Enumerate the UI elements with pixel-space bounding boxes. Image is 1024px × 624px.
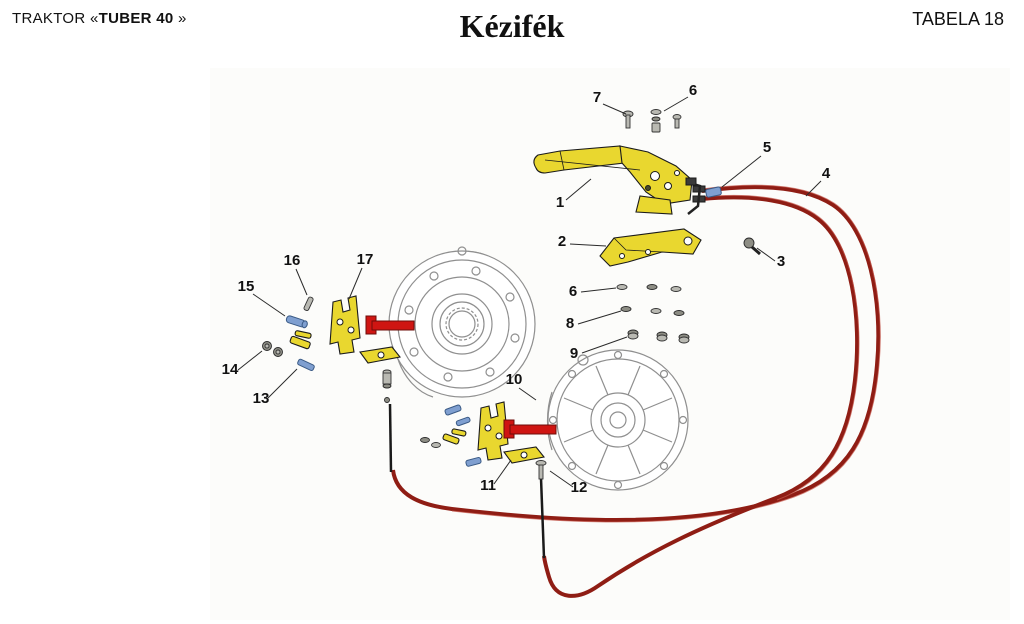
bolt-3 bbox=[743, 237, 761, 256]
callout-12: 12 bbox=[571, 479, 588, 496]
callout-numbers: 7 6 1 5 4 2 3 16 17 15 6 8 9 14 13 10 11… bbox=[222, 82, 831, 496]
callout-11: 11 bbox=[480, 477, 496, 494]
right-housing bbox=[546, 349, 689, 491]
washer-row-6 bbox=[616, 284, 682, 292]
callout-6-mid: 6 bbox=[569, 283, 577, 300]
cable-pin-5 bbox=[705, 186, 722, 198]
callout-2: 2 bbox=[558, 233, 566, 250]
callout-1: 1 bbox=[556, 194, 564, 211]
tractor-label-prefix: TRAKTOR « bbox=[12, 10, 99, 27]
right-foot-plate-11 bbox=[503, 446, 546, 464]
cable-end-left bbox=[388, 403, 393, 473]
left-lever-bracket-17 bbox=[329, 295, 415, 364]
callout-15: 15 bbox=[238, 278, 255, 295]
callout-7: 7 bbox=[593, 89, 601, 106]
right-bracket-fasteners bbox=[420, 404, 482, 467]
tractor-model: TUBER 40 bbox=[98, 10, 174, 27]
callout-5: 5 bbox=[763, 139, 771, 156]
callout-3: 3 bbox=[777, 253, 785, 270]
callout-16: 16 bbox=[284, 252, 301, 269]
ratchet-sector bbox=[635, 195, 673, 215]
mount-bracket bbox=[599, 228, 702, 267]
table-reference: TABELA 18 bbox=[912, 9, 1004, 29]
handbrake-lever bbox=[533, 145, 702, 215]
page-title: Kézifék bbox=[459, 8, 565, 44]
washer-row-8 bbox=[620, 306, 685, 316]
bolt-12 bbox=[535, 460, 547, 480]
cable-end-right bbox=[539, 477, 546, 559]
callout-10: 10 bbox=[506, 371, 523, 388]
nuts-14 bbox=[262, 341, 283, 357]
pin-16 bbox=[303, 296, 314, 311]
fastener-screw-7 bbox=[622, 110, 634, 129]
lever-pivot-hole bbox=[650, 171, 660, 181]
callout-leader-lines bbox=[237, 96, 822, 488]
callout-4: 4 bbox=[822, 165, 831, 182]
tractor-label-suffix: » bbox=[173, 10, 187, 27]
callout-6-top: 6 bbox=[689, 82, 697, 99]
callout-13: 13 bbox=[253, 390, 270, 407]
fastener-washers-6-top bbox=[650, 109, 682, 133]
clip-and-screw-13 bbox=[289, 330, 315, 372]
callout-9: 9 bbox=[570, 345, 578, 362]
nut-row-9 bbox=[627, 329, 690, 344]
callout-17: 17 bbox=[357, 251, 374, 268]
stud-fastener bbox=[382, 369, 392, 403]
tractor-label: TRAKTOR «TUBER 40 » bbox=[12, 10, 187, 27]
right-lever-bracket-10 bbox=[477, 401, 557, 461]
callout-14: 14 bbox=[222, 361, 239, 378]
callout-8: 8 bbox=[566, 315, 574, 332]
pin-15 bbox=[285, 315, 308, 329]
